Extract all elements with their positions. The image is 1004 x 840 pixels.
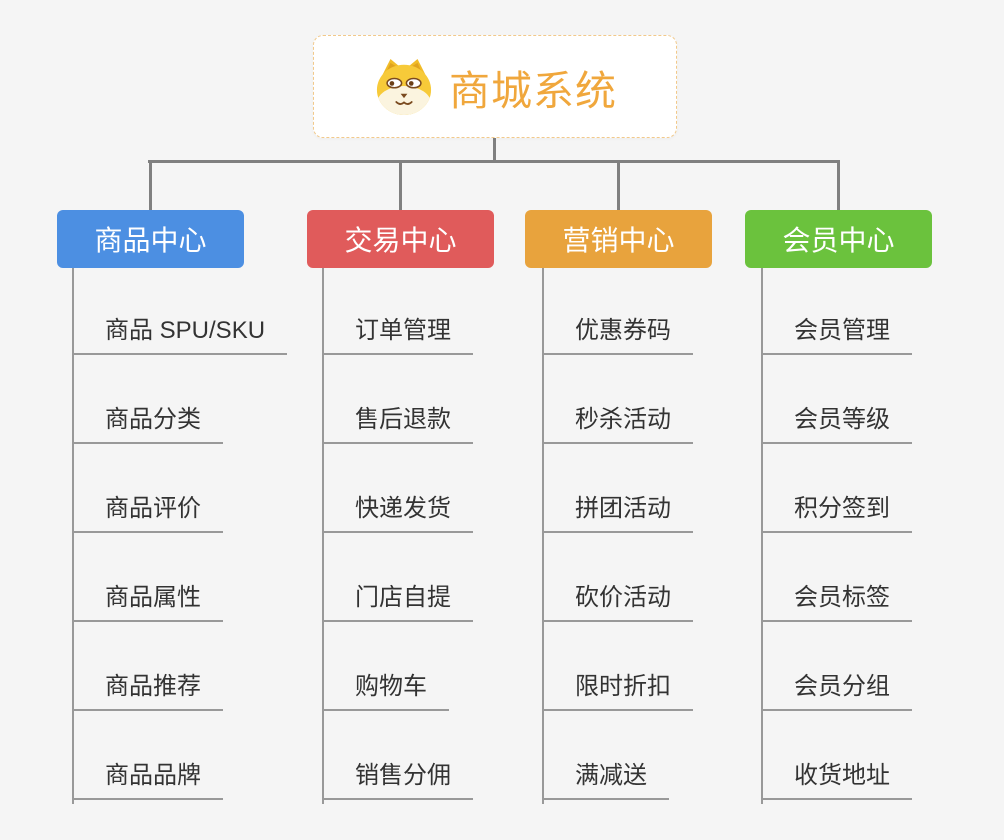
- leaf-node[interactable]: 销售分佣: [322, 760, 473, 800]
- branch-node-member-center[interactable]: 会员中心: [745, 210, 932, 268]
- branch-label: 会员中心: [782, 225, 895, 256]
- branch-label: 商品中心: [94, 225, 207, 256]
- leaf-node[interactable]: 秒杀活动: [542, 404, 693, 444]
- leaf-node[interactable]: 积分签到: [761, 493, 912, 533]
- leaf-node[interactable]: 商品 SPU/SKU: [72, 315, 288, 355]
- root-title: 商城系统: [449, 67, 617, 114]
- connector-drop-member-center: [837, 160, 840, 213]
- dog-face-icon: [376, 58, 432, 115]
- connector-drop-product-center: [149, 160, 152, 213]
- connector-root-stem: [493, 138, 496, 162]
- connector-drop-marketing-center: [617, 160, 620, 213]
- leaf-node[interactable]: 商品推荐: [72, 671, 223, 711]
- leaf-node[interactable]: 收货地址: [761, 760, 912, 800]
- leaf-node[interactable]: 售后退款: [322, 404, 473, 444]
- connector-horizontal-bar: [148, 160, 839, 163]
- connector-column-line-trade-center: [322, 268, 324, 804]
- branch-label: 营销中心: [562, 225, 675, 256]
- leaf-node[interactable]: 会员标签: [761, 582, 912, 622]
- leaf-node[interactable]: 砍价活动: [542, 582, 693, 622]
- leaf-node[interactable]: 商品品牌: [72, 760, 223, 800]
- leaf-node[interactable]: 会员等级: [761, 404, 912, 444]
- root-node[interactable]: 商城系统: [313, 35, 677, 138]
- leaf-node[interactable]: 订单管理: [322, 315, 473, 355]
- leaf-node[interactable]: 限时折扣: [542, 671, 693, 711]
- leaf-node[interactable]: 满减送: [542, 760, 669, 800]
- leaf-node[interactable]: 快递发货: [322, 493, 473, 533]
- leaf-node[interactable]: 拼团活动: [542, 493, 693, 533]
- leaf-node[interactable]: 门店自提: [322, 582, 473, 622]
- branch-label: 交易中心: [344, 225, 457, 256]
- connector-column-line-member-center: [761, 268, 763, 804]
- leaf-node[interactable]: 优惠券码: [542, 315, 693, 355]
- leaf-node[interactable]: 会员管理: [761, 315, 912, 355]
- branch-node-marketing-center[interactable]: 营销中心: [525, 210, 712, 268]
- connector-drop-trade-center: [399, 160, 402, 213]
- branch-node-product-center[interactable]: 商品中心: [57, 210, 244, 268]
- connector-column-line-marketing-center: [542, 268, 544, 804]
- branch-node-trade-center[interactable]: 交易中心: [307, 210, 494, 268]
- connector-column-line-product-center: [72, 268, 74, 804]
- leaf-node[interactable]: 商品分类: [72, 404, 223, 444]
- leaf-node[interactable]: 会员分组: [761, 671, 912, 711]
- leaf-node[interactable]: 购物车: [322, 671, 449, 711]
- leaf-node[interactable]: 商品属性: [72, 582, 223, 622]
- leaf-node[interactable]: 商品评价: [72, 493, 223, 533]
